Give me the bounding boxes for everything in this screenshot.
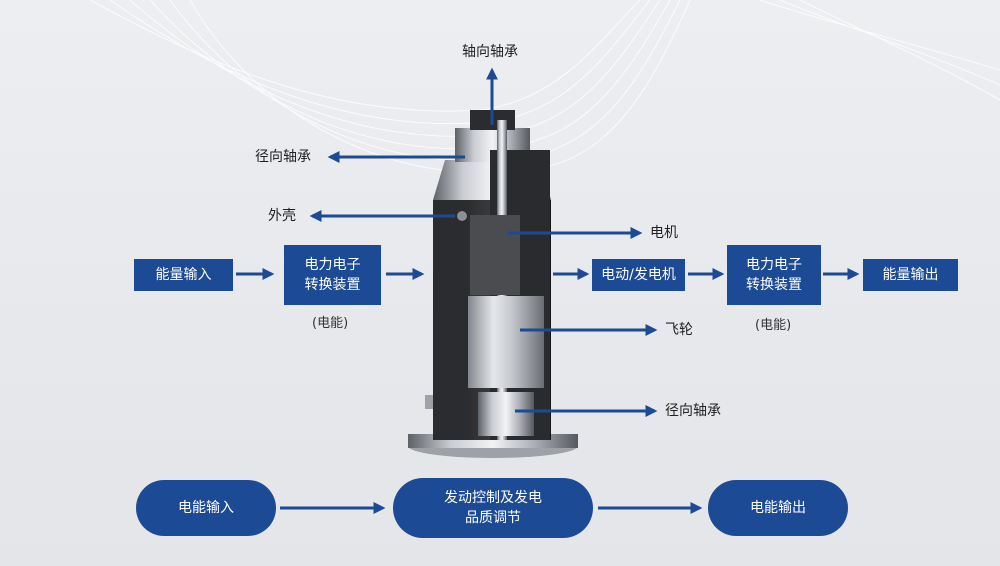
radial-bearing-top-label: 径向轴承 — [255, 149, 311, 165]
electric-output-pill: 电能输出 — [708, 480, 848, 536]
control-pill: 发动控制及发电 品质调节 — [393, 478, 593, 538]
axial-bearing-label: 轴向轴承 — [462, 44, 518, 60]
energy-input-box: 能量输入 — [134, 259, 233, 291]
converter-right-line2: 转换装置 — [746, 277, 802, 293]
motor-generator-box: 电动/发电机 — [592, 259, 685, 291]
radial-bearing-bottom-label: 径向轴承 — [665, 403, 721, 419]
converter-right-sub: (电能) — [755, 318, 792, 333]
motor-label: 电机 — [650, 225, 678, 241]
electric-output-text: 电能输出 — [750, 500, 806, 516]
flywheel-label: 飞轮 — [665, 322, 693, 338]
converter-right-line1: 电力电子 — [746, 257, 802, 273]
control-line2: 品质调节 — [465, 510, 521, 526]
converter-left-line2: 转换装置 — [304, 277, 361, 293]
converter-left-sub: (电能) — [312, 316, 349, 331]
energy-output-box: 能量输出 — [863, 259, 958, 291]
housing-label: 外壳 — [268, 208, 296, 224]
converter-left-line1: 电力电子 — [304, 257, 361, 273]
converter-right-box: 电力电子 转换装置 — [727, 245, 821, 305]
motor-generator-text: 电动/发电机 — [601, 267, 676, 283]
electric-input-pill: 电能输入 — [136, 480, 276, 536]
converter-left-box: 电力电子 转换装置 — [284, 245, 381, 305]
energy-output-text: 能量输出 — [882, 267, 939, 283]
energy-input-text: 能量输入 — [155, 267, 212, 283]
electric-input-text: 电能输入 — [178, 500, 234, 516]
control-line1: 发动控制及发电 — [444, 490, 542, 506]
